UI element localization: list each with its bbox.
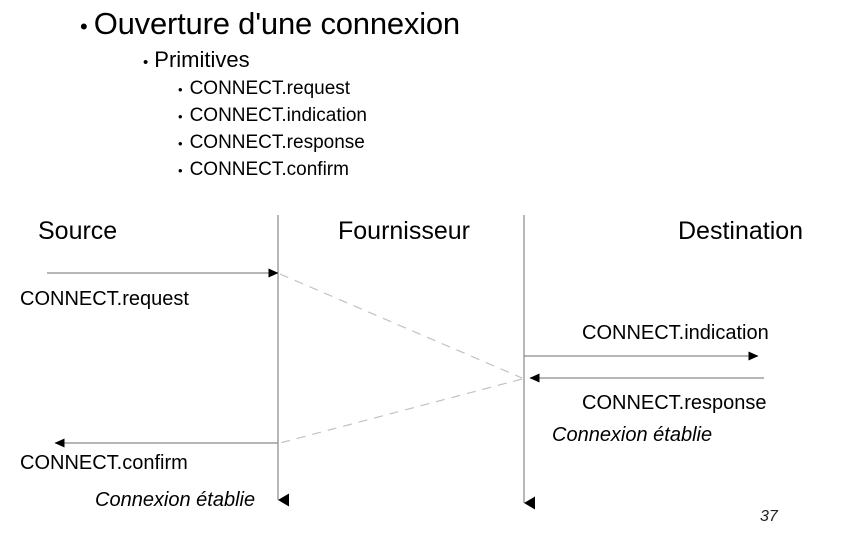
page-number: 37 — [760, 508, 778, 525]
label-connect-confirm: CONNECT.confirm — [20, 452, 188, 474]
column-header-destination: Destination — [678, 217, 804, 245]
bullet-dot-icon: • — [178, 163, 183, 178]
bullet-level3-label: CONNECT.request — [189, 78, 351, 99]
bullet-level2-label: Primitives — [154, 47, 250, 72]
column-header-fournisseur: Fournisseur — [338, 217, 470, 245]
label-connexion-etablie-destination: Connexion établie — [552, 424, 713, 446]
bullet-level3-label: CONNECT.response — [189, 132, 365, 153]
column-header-source: Source — [38, 217, 118, 245]
bullet-level3-label: CONNECT.indication — [189, 105, 367, 126]
label-connect-request: CONNECT.request — [20, 288, 189, 310]
bullet-dot-icon: • — [143, 54, 149, 71]
label-connexion-etablie-source: Connexion établie — [95, 489, 256, 511]
bullet-dot-icon: • — [178, 109, 183, 124]
bullet-level3-connect-response: • CONNECT.response — [178, 132, 365, 154]
bullet-dot-icon: • — [178, 136, 183, 151]
bullet-dot-icon: • — [80, 14, 88, 39]
label-connect-indication: CONNECT.indication — [582, 322, 769, 344]
bullet-level1-title: • Ouverture d'une connexion — [80, 6, 460, 42]
bullet-level3-connect-request: • CONNECT.request — [178, 78, 350, 100]
bullet-level3-connect-indication: • CONNECT.indication — [178, 105, 367, 127]
bullet-level2-primitives: • Primitives — [143, 47, 250, 73]
dashed-propagation-down — [279, 273, 523, 379]
bullet-level3-connect-confirm: • CONNECT.confirm — [178, 159, 349, 181]
page-title: Ouverture d'une connexion — [93, 6, 460, 41]
bullet-dot-icon: • — [178, 82, 183, 97]
label-connect-response: CONNECT.response — [582, 392, 767, 414]
dashed-propagation-up — [279, 378, 523, 444]
bullet-level3-label: CONNECT.confirm — [189, 159, 349, 180]
